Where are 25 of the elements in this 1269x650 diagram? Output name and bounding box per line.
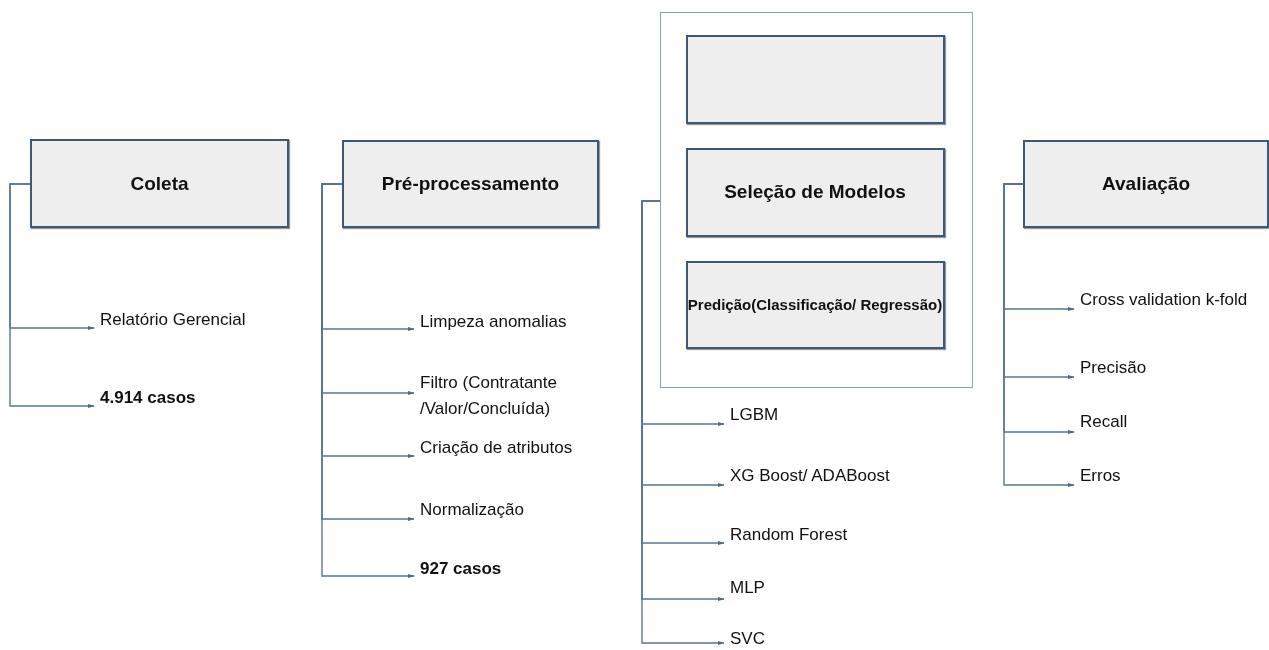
step-label: 4.914 casos	[100, 385, 260, 411]
metric-label: Recall	[1080, 409, 1260, 435]
step-label: Criação de atributos	[420, 435, 620, 461]
process-box: Pré-processamento	[342, 140, 599, 228]
model-label: Random Forest	[730, 522, 930, 548]
process-box: Avaliação	[1023, 140, 1269, 228]
process-box: Predição(Classificação/ Regressão)	[685, 260, 945, 349]
metric-label: Precisão	[1080, 355, 1260, 381]
metric-label: Erros	[1080, 463, 1260, 489]
step-label: Filtro (Contratante /Valor/Concluída)	[420, 370, 620, 424]
model-label: SVC	[730, 626, 930, 650]
step-label: Relatório Gerencial	[100, 307, 290, 359]
model-label: MLP	[730, 575, 930, 603]
group-frame	[660, 12, 973, 388]
process-box: Coleta	[30, 139, 289, 228]
model-label: LGBM	[730, 402, 930, 428]
process-box	[685, 34, 945, 124]
connector-arrow	[9, 183, 95, 409]
step-label: Limpeza anomalias	[420, 309, 620, 335]
step-label: Normalização	[420, 497, 620, 523]
model-label: XG Boost/ ADABoost	[730, 463, 940, 489]
metric-label: Cross validation k-fold	[1080, 287, 1260, 339]
process-box: Seleção de Modelos	[685, 147, 945, 237]
connector-arrow	[1003, 183, 1075, 488]
step-label: 927 casos	[420, 556, 580, 582]
